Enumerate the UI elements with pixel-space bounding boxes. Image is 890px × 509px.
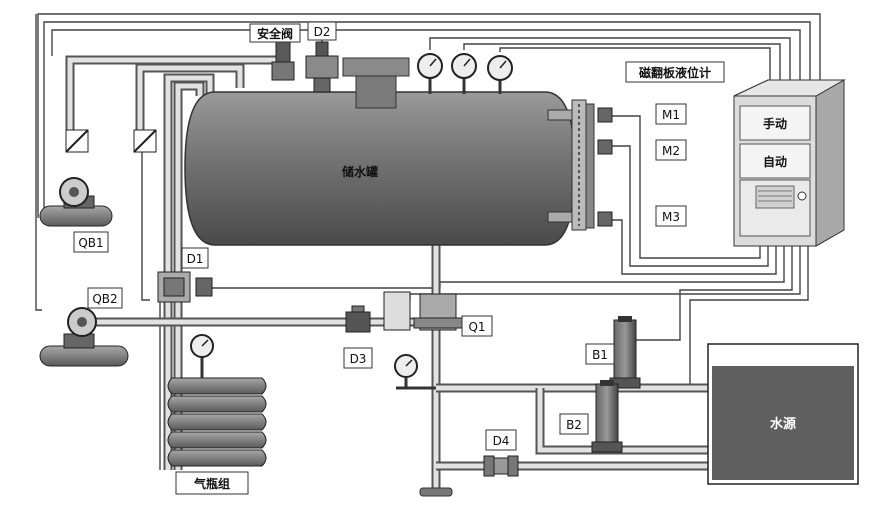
control-cabinet: 手动 自动 (733, 79, 846, 247)
pressure-gauge-icon (417, 53, 443, 94)
pressure-gauge-icon (394, 354, 436, 390)
qb1-label-box (73, 231, 109, 253)
m3-label: M3 (662, 210, 680, 224)
d3-label-box (343, 347, 373, 369)
pump-b1 (609, 316, 641, 389)
water-source-label: 水源 (770, 416, 796, 432)
m1-label-box (655, 103, 687, 125)
d1-label: D1 (187, 252, 204, 266)
d1-label-box (181, 247, 209, 269)
qb1-label: QB1 (78, 236, 103, 250)
valve-q1 (383, 291, 463, 331)
m2-label-box (655, 139, 687, 161)
d2-label-box (307, 21, 337, 41)
safety-valve-label-box (249, 23, 301, 43)
pump-b2 (591, 380, 623, 453)
manhole (355, 73, 397, 109)
compressor-qb2 (39, 307, 129, 367)
pressure-gauge-icon (190, 334, 214, 378)
level-gauge-label-box (625, 61, 725, 83)
level-gauge (547, 99, 613, 231)
pressure-gauge-icon (487, 55, 513, 94)
gas-cylinders-label: 气瓶组 (193, 476, 230, 491)
cabinet-lock-icon (797, 191, 807, 201)
level-gauge-label: 磁翻板液位计 (638, 65, 711, 80)
gas-cylinder-bank (167, 377, 267, 467)
auto-button[interactable] (739, 143, 811, 179)
m3-label-box (655, 205, 687, 227)
manual-label: 手动 (763, 116, 787, 131)
b2-label-box (559, 413, 589, 435)
d4-label-box (485, 429, 517, 451)
d2-label: D2 (314, 25, 331, 39)
manual-button[interactable] (739, 105, 811, 141)
qb2-label-box (87, 287, 123, 309)
gas-cylinders-label-box (175, 471, 249, 495)
qb2-label: QB2 (92, 292, 117, 306)
valve-d4 (483, 455, 519, 477)
compressor-qb1 (39, 177, 113, 227)
safety-valve-label: 安全阀 (257, 26, 293, 41)
pipe-foot-flange (419, 487, 453, 497)
b1-label-box (585, 343, 615, 365)
manhole-flange (342, 57, 410, 77)
m2-label: M2 (662, 144, 680, 158)
valve-d3 (345, 305, 371, 333)
d4-label: D4 (493, 434, 510, 448)
pressure-gauge-icon (451, 53, 477, 94)
storage-tank: 储水罐 (184, 57, 576, 246)
water-source: 水源 (707, 343, 859, 485)
valve-d1 (157, 271, 213, 303)
q1-label-box (461, 315, 493, 337)
d3-label: D3 (350, 352, 367, 366)
level-switch-m3 (597, 211, 613, 227)
tank-label: 储水罐 (342, 164, 378, 179)
b1-label: B1 (592, 348, 608, 362)
auto-label: 自动 (763, 154, 787, 169)
valve-d2 (305, 41, 339, 93)
b2-label: B2 (566, 418, 582, 432)
vent-grille (755, 185, 795, 209)
m1-label: M1 (662, 108, 680, 122)
q1-label: Q1 (468, 320, 485, 334)
level-switch-m2 (597, 139, 613, 155)
level-switch-m1 (597, 107, 613, 123)
